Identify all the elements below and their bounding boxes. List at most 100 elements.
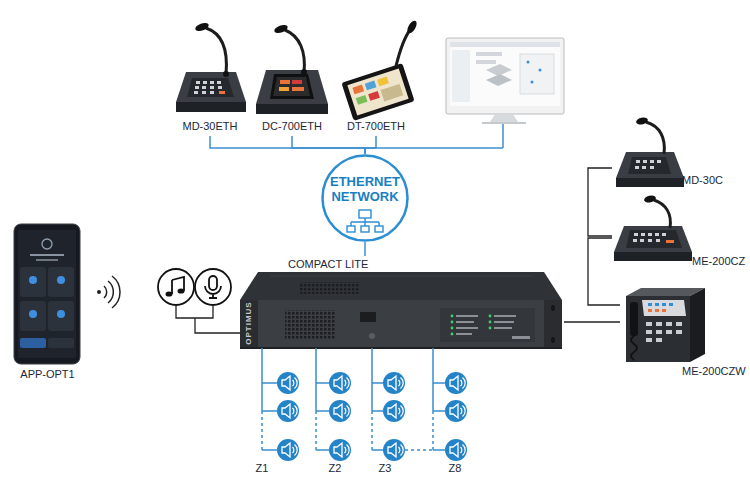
wall-station-illustration bbox=[662, 309, 666, 312]
amplifier-illustration bbox=[489, 315, 492, 318]
audio-input-icon bbox=[158, 269, 240, 333]
phone-illustration bbox=[20, 267, 46, 297]
monitor-illustration bbox=[476, 52, 502, 56]
desk-microphone-illustration bbox=[194, 21, 210, 32]
desk-microphone-illustration bbox=[650, 166, 654, 169]
tablet-console-illustration bbox=[377, 77, 389, 87]
wireless-signal-icon bbox=[97, 290, 101, 294]
tablet-console-illustration bbox=[368, 91, 380, 101]
monitor-illustration bbox=[486, 64, 512, 76]
desk-microphone-illustration bbox=[634, 233, 638, 236]
amplifier-illustration bbox=[494, 327, 512, 329]
network-cable bbox=[588, 168, 612, 236]
amplifier-illustration bbox=[494, 321, 514, 323]
desk-microphone-illustration bbox=[210, 91, 214, 94]
wall-station-illustration bbox=[631, 336, 637, 360]
amplifier-illustration bbox=[360, 312, 376, 322]
speaker-wire bbox=[372, 348, 383, 450]
phone-illustration bbox=[20, 338, 46, 348]
desk-microphone-illustration bbox=[203, 81, 207, 84]
wall-station-illustration bbox=[662, 303, 666, 306]
monitor-illustration bbox=[486, 74, 512, 86]
monitor-illustration bbox=[482, 122, 526, 124]
desk-microphone-illustration bbox=[616, 152, 684, 178]
desk-microphone-illustration bbox=[210, 86, 214, 89]
phone-illustration bbox=[30, 254, 64, 256]
desk-console: DC-700ETH bbox=[250, 22, 334, 136]
amplifier-illustration bbox=[512, 336, 530, 339]
amplifier-illustration bbox=[240, 347, 562, 349]
monitor-illustration bbox=[539, 69, 542, 72]
speaker-wire bbox=[262, 348, 445, 450]
wall-station-illustration bbox=[626, 288, 705, 362]
speaker-symbol bbox=[277, 372, 467, 461]
monitor-illustration bbox=[476, 60, 496, 64]
phone-illustration bbox=[48, 267, 74, 297]
device-label: ETHERNET NETWORK bbox=[325, 174, 405, 204]
wall-station-illustration bbox=[666, 330, 672, 334]
desk-microphone-illustration bbox=[217, 81, 221, 84]
desk-console-illustration bbox=[280, 80, 290, 84]
phone-illustration bbox=[29, 276, 37, 284]
monitor-illustration bbox=[450, 42, 560, 106]
phone-illustration bbox=[48, 301, 74, 331]
desk-microphone-illustration bbox=[636, 160, 640, 163]
monitor-illustration bbox=[527, 61, 530, 64]
amplifier-illustration bbox=[456, 315, 478, 317]
desk-microphone-illustration bbox=[648, 239, 652, 242]
wall-station-illustration bbox=[676, 322, 682, 326]
audio-input-icon bbox=[195, 269, 231, 305]
wall-station-illustration bbox=[648, 309, 652, 312]
tablet-console-illustration bbox=[396, 30, 410, 66]
network-icon bbox=[351, 218, 379, 226]
speaker-symbol bbox=[277, 372, 299, 394]
speaker-symbol bbox=[445, 400, 467, 422]
speaker-symbol bbox=[277, 439, 299, 461]
desk-microphone-illustration bbox=[635, 160, 661, 169]
desk-microphone: MD-30C bbox=[612, 118, 737, 190]
audio-input-icon bbox=[205, 286, 221, 298]
audio-input-icon bbox=[178, 288, 185, 293]
desk-microphone-illustration bbox=[643, 160, 647, 163]
network-cable bbox=[365, 136, 376, 154]
device-label: COMPACT LITE bbox=[288, 258, 388, 271]
speaker-symbol bbox=[383, 400, 405, 422]
amplifier-illustration bbox=[551, 305, 555, 311]
amplifier-illustration bbox=[300, 282, 360, 294]
desk-microphone-illustration bbox=[614, 226, 692, 252]
amplifier-illustration bbox=[451, 321, 454, 324]
desk-microphone-illustration bbox=[654, 200, 670, 228]
desk-microphone-illustration bbox=[195, 86, 199, 89]
desk-microphone-illustration bbox=[614, 194, 692, 261]
tablet-console-illustration bbox=[341, 63, 414, 121]
amplifier-illustration bbox=[285, 310, 335, 340]
zone-label: Z1 bbox=[250, 462, 274, 475]
wall-station-illustration bbox=[676, 330, 682, 334]
wall-station-illustration bbox=[626, 296, 690, 362]
amplifier-illustration bbox=[456, 321, 474, 323]
speaker-symbol bbox=[383, 372, 405, 394]
desk-microphone-illustration bbox=[202, 91, 206, 94]
speaker-wire bbox=[316, 348, 329, 450]
network-cable bbox=[292, 136, 365, 154]
desk-microphone-illustration bbox=[643, 194, 656, 203]
speaker-symbol bbox=[329, 439, 351, 461]
speaker-symbol bbox=[445, 372, 467, 394]
network-icon bbox=[347, 210, 383, 232]
mobile-app: APP-OPT1 bbox=[10, 222, 85, 382]
audio-input-icon bbox=[166, 291, 173, 296]
desk-microphone-illustration bbox=[635, 116, 648, 125]
wireless-signal-icon bbox=[97, 276, 120, 308]
speaker-symbol bbox=[329, 400, 351, 422]
tablet-console-illustration bbox=[352, 85, 364, 95]
tablet-console-illustration bbox=[341, 19, 418, 121]
device-label: MD-30ETH bbox=[165, 120, 255, 133]
amplifier-illustration bbox=[551, 337, 555, 343]
wall-station-illustration bbox=[669, 303, 673, 306]
tablet-console-illustration bbox=[356, 95, 368, 105]
audio-input-icon bbox=[209, 276, 217, 290]
wall-station-illustration bbox=[655, 309, 659, 312]
amplifier-illustration bbox=[456, 327, 478, 329]
tablet-console-illustration bbox=[347, 68, 408, 115]
